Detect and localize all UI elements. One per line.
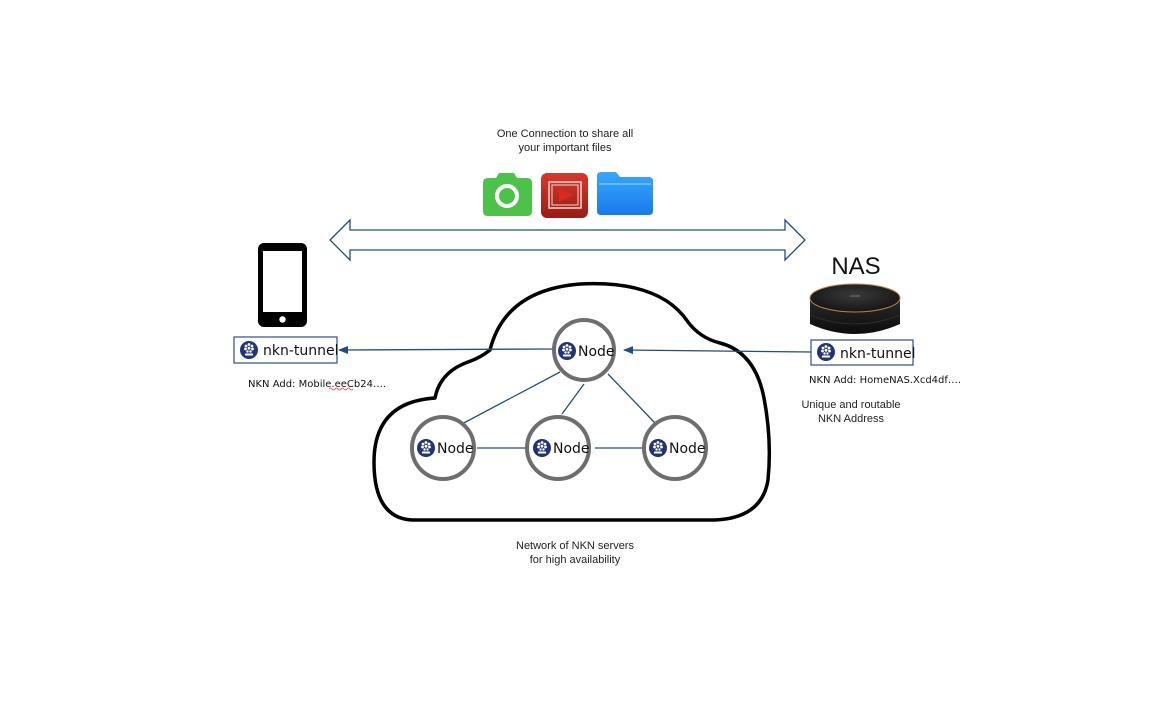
spellcheck-underline [328,387,354,391]
node-label: Node [578,344,615,360]
link [561,383,585,415]
node-left: Node [410,415,476,481]
nas-note-line2: NKN Address [818,413,885,425]
nas-tunnel-label: nkn-tunnel [840,346,916,362]
nkn-logo-icon [417,439,435,457]
header-caption-line1: One Connection to share all [497,128,633,140]
header-caption-line2: your important files [519,142,612,154]
folder-icon [597,172,653,215]
arrow-from-nas [623,346,812,355]
node-label: Node [669,441,706,457]
nas-note-line1: Unique and routable [801,399,900,411]
nas-device-image [809,283,901,334]
network-caption-line1: Network of NKN servers [516,540,634,552]
mobile-tunnel-label: nkn-tunnel [263,343,339,359]
mobile-nkn-tunnel-box: nkn-tunnel [233,336,339,364]
link [607,373,656,424]
nkn-logo-icon [533,439,551,457]
smartphone-icon [258,243,307,327]
nkn-logo-icon [649,439,667,457]
mobile-address: NKN Add: Mobile.eeCb24…. [248,379,386,390]
node-links [459,371,656,449]
bidirectional-arrow [329,218,806,262]
nas-address: NKN Add: HomeNAS.Xcd4df…. [809,375,961,386]
node-label: Node [553,441,590,457]
node-right: Node [642,415,708,481]
network-caption-line2: for high availability [530,554,621,566]
node-label: Node [437,441,474,457]
nkn-logo-icon [240,341,258,359]
nas-nkn-tunnel-box: nkn-tunnel [810,339,916,366]
arrow-to-mobile [338,345,554,354]
link [459,371,561,426]
video-play-icon [541,173,588,218]
nkn-logo-icon [558,342,576,360]
node-top: Node [552,318,616,382]
nas-title: NAS [831,253,880,280]
nkn-logo-icon [817,343,835,361]
node-middle: Node [525,415,591,481]
camera-icon [483,173,532,216]
